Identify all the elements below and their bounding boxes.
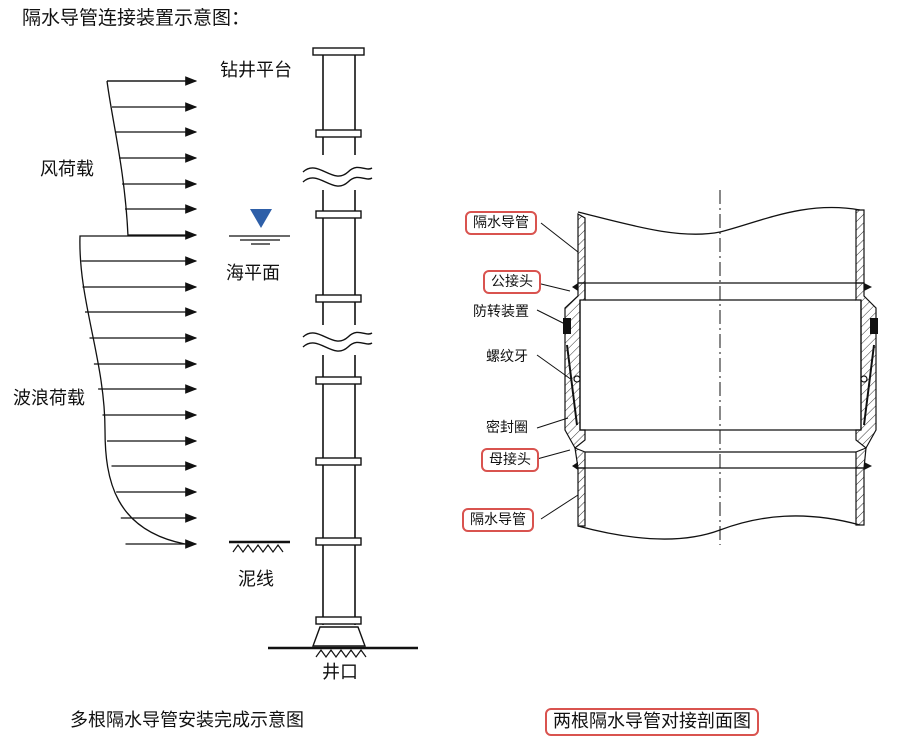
male-joint-label: 公接头 xyxy=(483,270,541,294)
riser-top-label: 隔水导管 xyxy=(465,211,537,235)
mudline-label: 泥线 xyxy=(238,569,274,590)
seabed-hatch xyxy=(315,648,367,659)
sea-level-label: 海平面 xyxy=(226,263,280,284)
cross-section xyxy=(563,190,878,545)
drilling-platform-label: 钻井平台 xyxy=(220,60,292,81)
load-arrows xyxy=(81,76,198,549)
thread-label: 螺纹牙 xyxy=(486,349,528,365)
wind-load-profile xyxy=(106,80,129,237)
wind-load-label: 风荷载 xyxy=(40,159,94,180)
wellhead-label: 井口 xyxy=(322,662,358,683)
mudline-hatch xyxy=(232,543,284,554)
right-caption: 两根隔水导管对接剖面图 xyxy=(545,708,759,736)
female-joint-label: 母接头 xyxy=(481,448,539,472)
anti-rotation-label: 防转装置 xyxy=(473,304,529,320)
sea-level-marker-icon xyxy=(250,209,272,228)
riser-column xyxy=(302,47,373,647)
seal-ring-label: 密封圈 xyxy=(486,420,528,436)
riser-bottom-label: 隔水导管 xyxy=(462,508,534,532)
wave-load-label: 波浪荷载 xyxy=(13,388,85,409)
left-caption: 多根隔水导管安装完成示意图 xyxy=(70,710,304,731)
page-title: 隔水导管连接装置示意图： xyxy=(22,7,251,29)
leader-lines xyxy=(536,222,579,520)
wave-load-profile xyxy=(79,235,192,545)
